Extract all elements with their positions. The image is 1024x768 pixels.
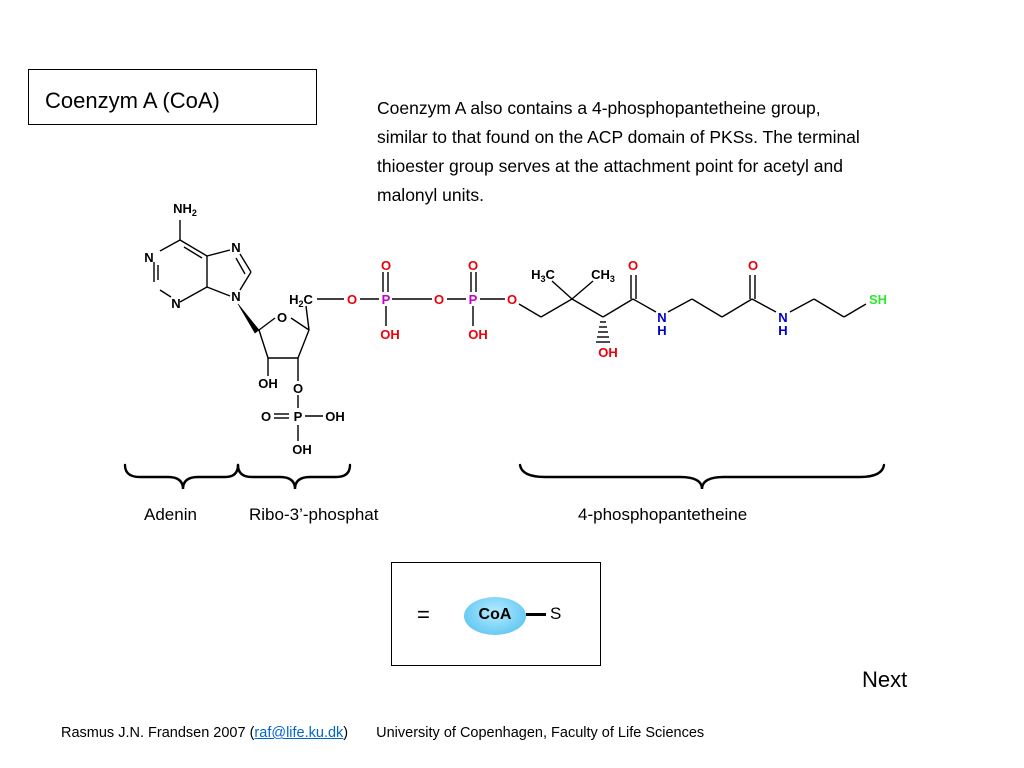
n1-label: N [171, 296, 180, 311]
description-line-2: similar to that found on the ACP domain … [377, 127, 860, 147]
p1-label: P [382, 292, 391, 307]
ribose-o-label: O [277, 310, 287, 325]
brace-pantetheine [518, 463, 886, 490]
amide-n-1-label: N [657, 310, 666, 325]
coa-abbreviation-box: = CoA S [391, 562, 601, 666]
coa-sulfur-label: S [550, 604, 562, 623]
section-braces [123, 463, 886, 490]
phosphate-p-label: P [294, 409, 303, 424]
footer: Rasmus J.N. Frandsen 2007 (raf@life.ku.d… [61, 724, 704, 742]
footer-email-link[interactable]: raf@life.ku.dk [254, 725, 344, 741]
amide-n-2-label: N [778, 310, 787, 325]
bridge-o-2-label: O [434, 292, 444, 307]
thiol-sh-label: SH [869, 292, 887, 307]
amide-h-1-label: H [657, 323, 666, 338]
nh2-label: NH2 [173, 201, 197, 218]
h2c-label: H2C [289, 292, 313, 309]
slide-title: Coenzym A (CoA) [45, 88, 220, 113]
p1-oh-label: OH [380, 327, 400, 342]
bridge-o-1-label: O [347, 292, 357, 307]
description-line-1: Coenzym A also contains a 4-phosphopante… [377, 98, 821, 118]
phosphate-oh-right-label: OH [325, 409, 345, 424]
description-line-4: malonyl units. [377, 185, 484, 205]
section-label-pantetheine: 4-phosphopantetheine [578, 505, 748, 524]
equals-sign: = [417, 602, 430, 627]
next-link[interactable]: Next [862, 667, 908, 692]
ch3-label: CH3 [591, 267, 615, 284]
brace-adenin [123, 463, 240, 490]
ribose-3-o-label: O [293, 381, 303, 396]
phosphate-o-label: O [261, 409, 271, 424]
n9-label: N [231, 289, 240, 304]
title-box: Coenzym A (CoA) [28, 69, 317, 125]
amide-o-1-label: O [628, 258, 638, 273]
coa-pill-label: CoA [478, 606, 512, 623]
footer-university: University of Copenhagen, Faculty of Lif… [376, 725, 705, 741]
ribose-oh-label: OH [258, 376, 278, 391]
coa-pill: CoA [464, 597, 526, 635]
description: Coenzym A also contains a 4-phosphopante… [377, 94, 997, 210]
p1-o-top-label: O [381, 258, 391, 273]
coa-bond-line [526, 613, 546, 616]
brace-ribo [236, 463, 352, 490]
amide-o-2-label: O [748, 258, 758, 273]
nh2-text: NH2 [173, 201, 197, 218]
bridge-o-3-label: O [507, 292, 517, 307]
phosphate-oh-bottom-label: OH [292, 442, 312, 457]
bonds [153, 220, 867, 441]
description-line-3: thioester group serves at the attachment… [377, 156, 843, 176]
p2-oh-label: OH [468, 327, 488, 342]
p2-o-top-label: O [468, 258, 478, 273]
h3c-label: H3C [531, 267, 555, 284]
footer-author-suffix: ) [343, 725, 349, 741]
n7-label: N [231, 240, 240, 255]
p2-label: P [469, 292, 478, 307]
section-label-adenin: Adenin [144, 505, 197, 524]
n3-label: N [144, 250, 153, 265]
amide-h-2-label: H [778, 323, 787, 338]
footer-author-prefix: Rasmus J.N. Frandsen 2007 ( [61, 725, 255, 741]
section-label-ribo: Ribo-3’-phosphat [249, 505, 379, 524]
atom-labels: NH2 N N N N O H2C OH O O P OH OH O O P O… [144, 201, 887, 457]
pantoate-oh-label: OH [598, 345, 618, 360]
